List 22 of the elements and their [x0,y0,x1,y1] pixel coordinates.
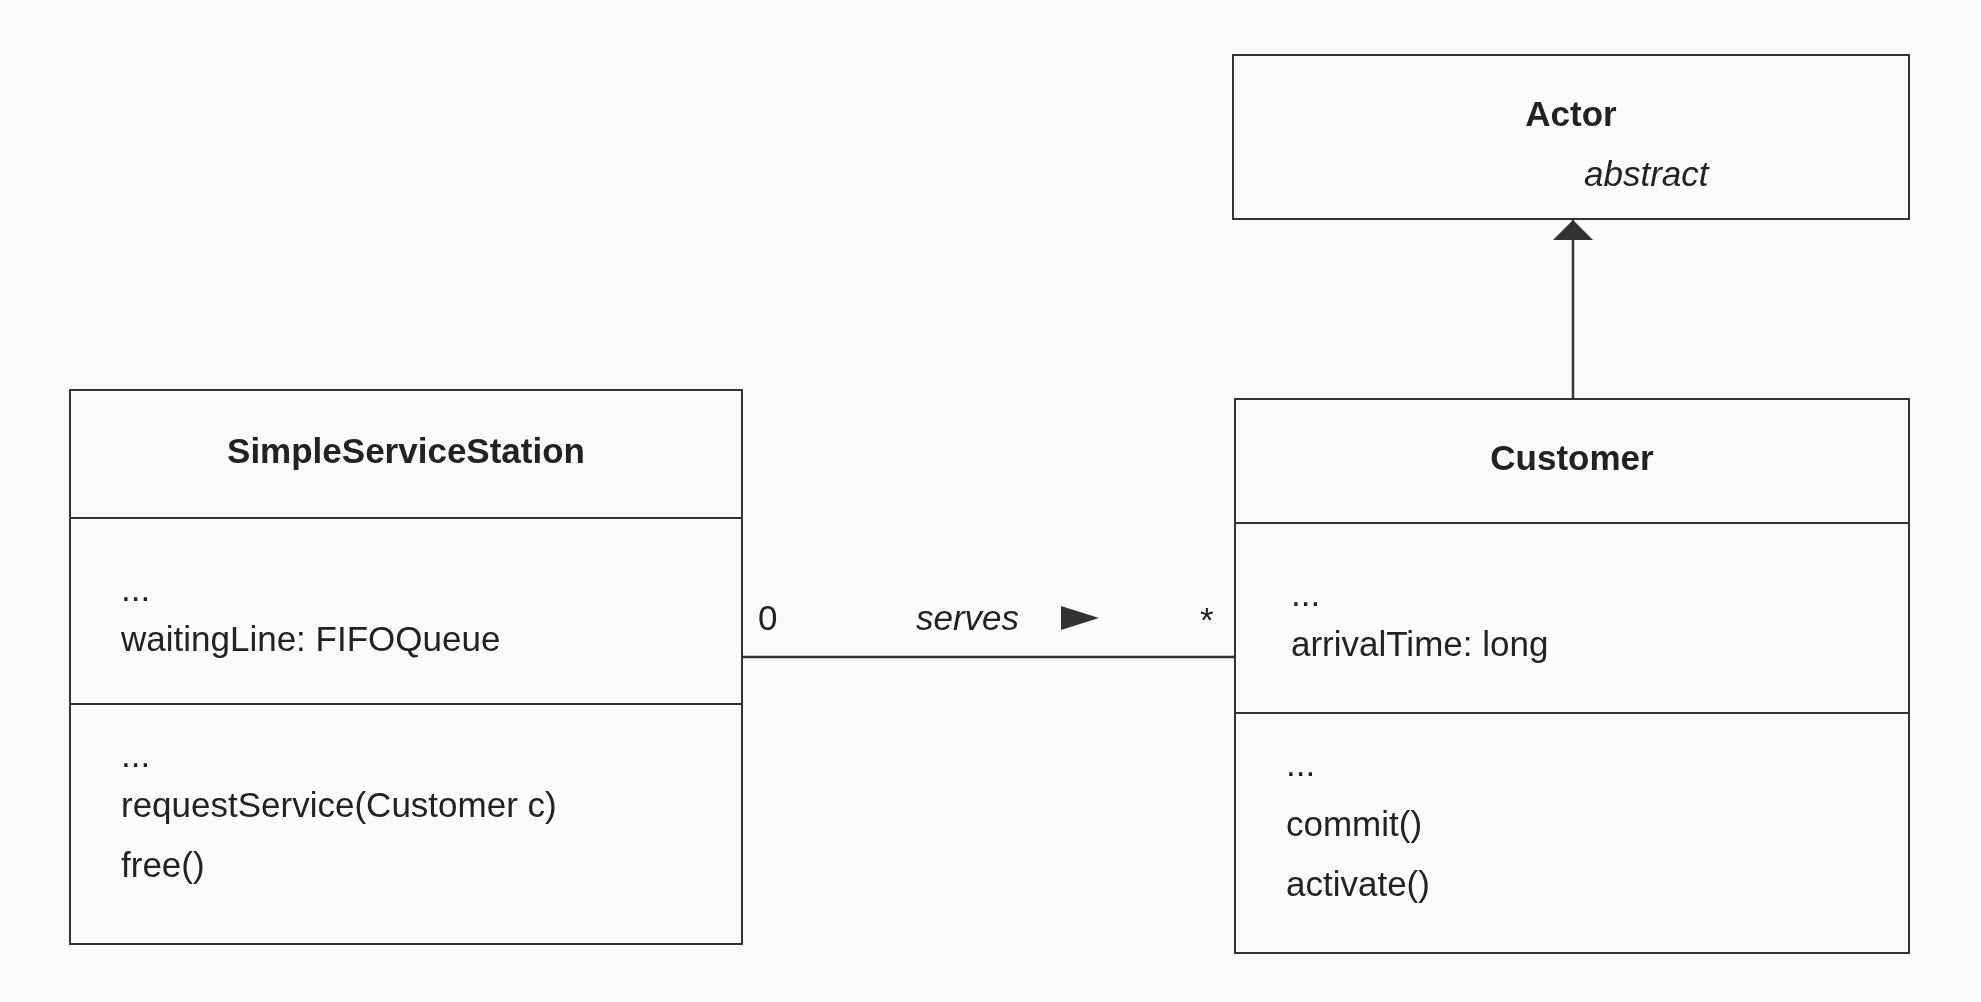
abstract-class-box [1232,54,1910,220]
class-name: SimpleServiceStation [226,431,586,471]
method-text: requestService(Customer c) [121,785,557,825]
method-text: ... [1286,744,1316,784]
attribute-text: ... [121,569,151,609]
class-box [1234,398,1910,954]
attribute-text: waitingLine: FIFOQueue [121,619,501,659]
class-box [69,389,743,945]
attribute-text: arrivalTime: long [1291,624,1549,664]
association-line [743,655,1234,659]
method-text: commit() [1286,804,1423,844]
inheritance-arrow [1553,220,1593,398]
method-text: ... [121,735,151,775]
method-text: free() [121,845,205,885]
class-name: Actor [1524,94,1618,134]
multiplicity-label: * [1200,600,1214,640]
class-name: Customer [1489,438,1655,478]
edge-label: serves [916,598,1020,638]
multiplicity-label: 0 [758,598,778,638]
stereotype-text: abstract [1584,154,1709,194]
method-text: activate() [1286,864,1430,904]
attribute-text: ... [1291,574,1321,614]
